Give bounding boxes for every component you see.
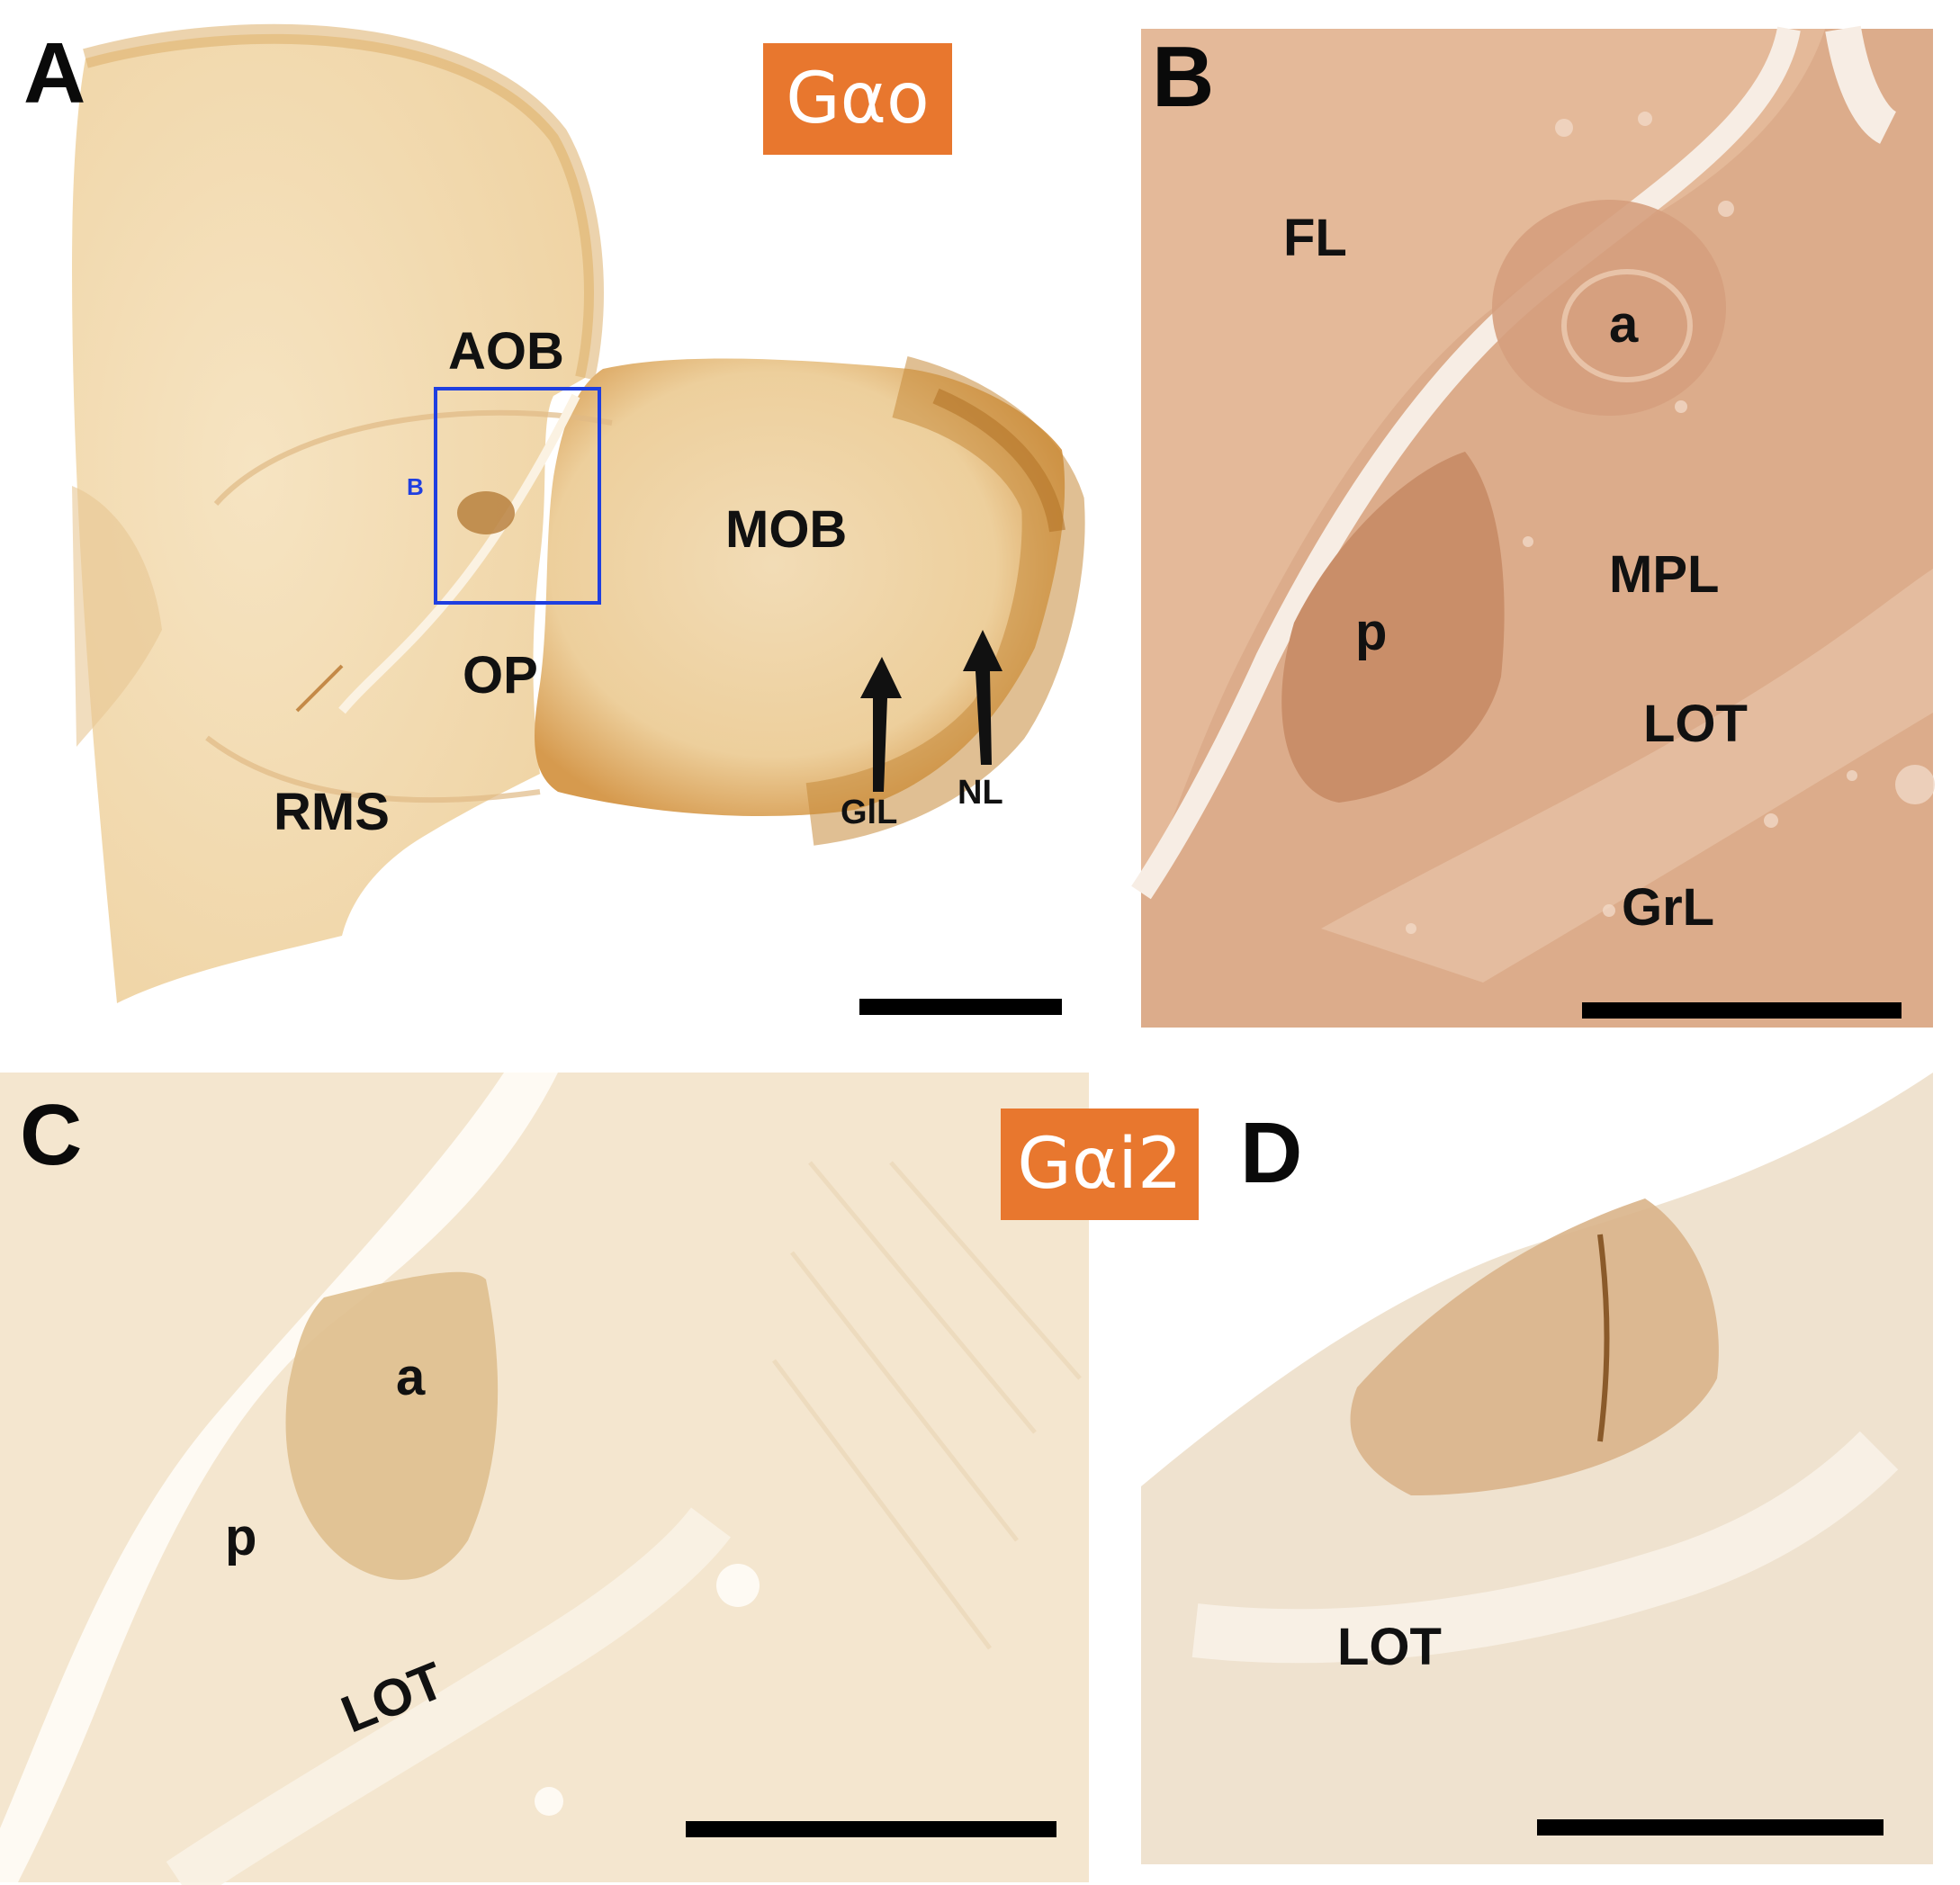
label-mpl: MPL: [1609, 545, 1720, 604]
aob-anterior-region: [1492, 200, 1726, 416]
panel-d-scale-bar: [1537, 1819, 1884, 1836]
aob-region-d: [1350, 1198, 1719, 1495]
panel-c: C Gαi2 a p LOT: [0, 1073, 1199, 1885]
label-inset-b: B: [407, 473, 424, 500]
tissue-cleft-c: [0, 1073, 558, 1882]
label-p-c: p: [225, 1508, 257, 1566]
panel-a: A Gαo B AOB MOB OP RMS GlL NL: [0, 0, 1085, 1035]
arrow-nl: [963, 630, 1002, 765]
panel-b-scale-bar: [1582, 1002, 1902, 1019]
panel-c-stain-badge: Gαi2: [1001, 1109, 1199, 1220]
label-nl: NL: [958, 774, 1003, 812]
label-p-b: p: [1355, 603, 1388, 661]
panel-b-letter: B: [1152, 29, 1215, 125]
panel-c-tissue: [0, 1073, 1089, 1885]
panel-a-letter: A: [23, 25, 86, 121]
label-a-c: a: [396, 1348, 426, 1406]
arrow-gil: [860, 657, 902, 792]
panel-b-inset-box: [434, 387, 601, 605]
panel-d-tissue: [1141, 1073, 1933, 1864]
aob-posterior-region: [1281, 452, 1505, 803]
label-fl: FL: [1283, 209, 1347, 267]
panel-a-tissue: [72, 23, 1085, 1004]
label-gil: GlL: [841, 794, 898, 831]
label-grl: GrL: [1622, 878, 1715, 937]
main-olfactory-bulb-tissue: [535, 358, 1065, 817]
panel-b-tissue: [1131, 25, 1935, 1028]
label-aob: AOB: [448, 322, 564, 381]
panel-d-letter: D: [1240, 1105, 1303, 1201]
accessory-olfactory-bulb-spot: [457, 491, 515, 534]
panel-a-scale-bar: [859, 999, 1062, 1015]
aob-anterior-region-c: [285, 1271, 499, 1580]
label-lot-b: LOT: [1643, 695, 1748, 753]
label-mob: MOB: [725, 500, 848, 559]
panel-d: D LOT: [1141, 1073, 1933, 1864]
panel-c-letter: C: [20, 1087, 83, 1183]
panel-a-stain-badge: Gαo: [763, 43, 952, 155]
panel-b: B FL a MPL p LOT GrL: [1131, 25, 1935, 1028]
label-a-b: a: [1609, 295, 1639, 354]
tissue-cleft: [1131, 26, 1801, 900]
forebrain-tissue: [72, 33, 594, 1004]
panel-c-scale-bar: [686, 1821, 1056, 1837]
label-op: OP: [463, 646, 538, 705]
label-rms: RMS: [274, 783, 390, 841]
label-lot-d: LOT: [1337, 1618, 1442, 1676]
